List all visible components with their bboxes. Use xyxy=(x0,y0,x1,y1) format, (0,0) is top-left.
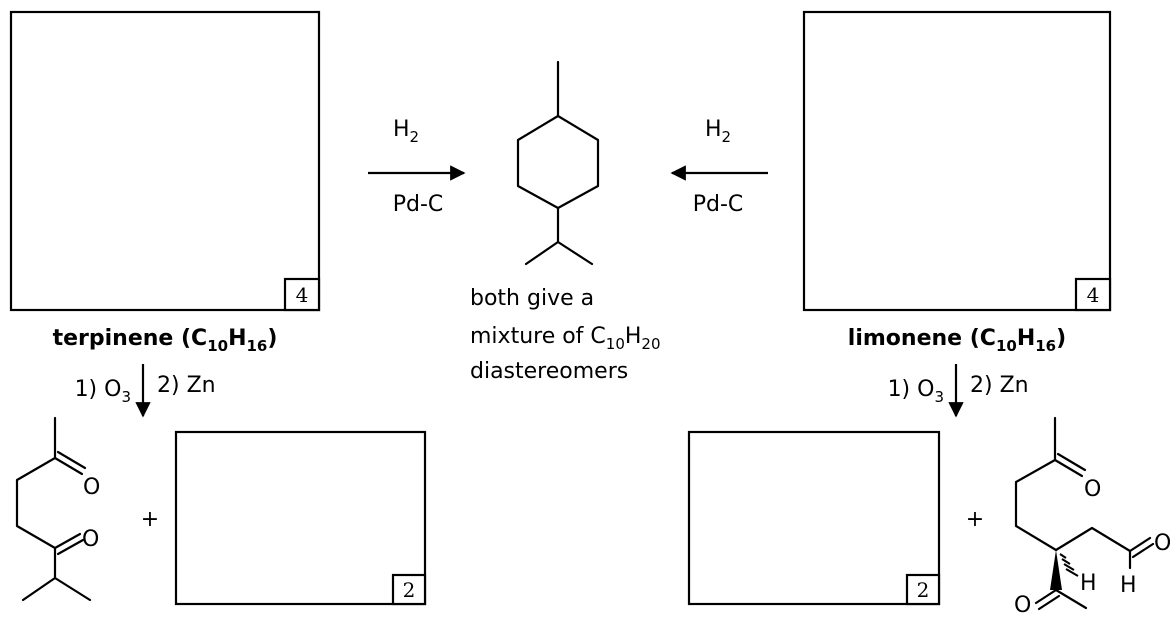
note-line-2: mixture of C10H20 xyxy=(470,324,661,353)
right-ozonolysis-step1: 1) O3 xyxy=(888,377,944,406)
limonene-points: 4 xyxy=(1087,283,1100,307)
terpinene-answer-box[interactable]: 4 xyxy=(9,10,321,312)
note-line-3: diastereomers xyxy=(470,359,628,384)
right-pd-c-reagent: Pd-C xyxy=(693,192,744,217)
menthane-structure xyxy=(516,60,600,266)
left-plus-sign: + xyxy=(141,507,159,532)
terpinene-label: terpinene (C10H16) xyxy=(53,326,278,355)
limonene-answer-box[interactable]: 4 xyxy=(802,10,1112,312)
terpinene-product-points: 2 xyxy=(403,578,416,602)
note-line-1: both give a xyxy=(470,286,594,311)
keto-aldehyde-structure: O O H H O xyxy=(1014,416,1170,618)
ketone-oxygen-1: O xyxy=(83,475,100,500)
left-ozonolysis-step: 1) O3 2) Zn xyxy=(75,364,216,418)
aldehyde-hydrogen: H xyxy=(1120,573,1137,598)
limonene-product-points: 2 xyxy=(917,578,930,602)
terpinene-product-answer-box[interactable]: 2 xyxy=(174,430,427,606)
stereocenter-hydrogen: H xyxy=(1080,571,1097,596)
diketone-structure: O O xyxy=(15,416,100,602)
limonene-label: limonene (C10H16) xyxy=(848,326,1066,355)
limonene-product-answer-box[interactable]: 2 xyxy=(687,430,941,606)
right-plus-sign: + xyxy=(966,507,984,532)
right-h2-reagent: H2 xyxy=(705,117,731,146)
right-ozonolysis-step2: 2) Zn xyxy=(970,373,1029,398)
keto-oxygen: O xyxy=(1084,477,1101,502)
left-ozonolysis-step1: 1) O3 xyxy=(75,377,131,406)
acetyl-oxygen: O xyxy=(1014,593,1031,618)
ketone-oxygen-2: O xyxy=(82,527,99,552)
right-hydrogenation-step: H2 Pd-C xyxy=(670,117,768,217)
left-h2-reagent: H2 xyxy=(393,117,419,146)
hydrogenation-note: both give a mixture of C10H20 diastereom… xyxy=(470,286,661,384)
terpinene-points: 4 xyxy=(296,283,309,307)
left-ozonolysis-step2: 2) Zn xyxy=(157,373,216,398)
left-pd-c-reagent: Pd-C xyxy=(393,192,444,217)
left-hydrogenation-step: H2 Pd-C xyxy=(368,117,466,217)
aldehyde-oxygen: O xyxy=(1154,531,1170,556)
right-ozonolysis-step: 1) O3 2) Zn xyxy=(888,364,1029,418)
